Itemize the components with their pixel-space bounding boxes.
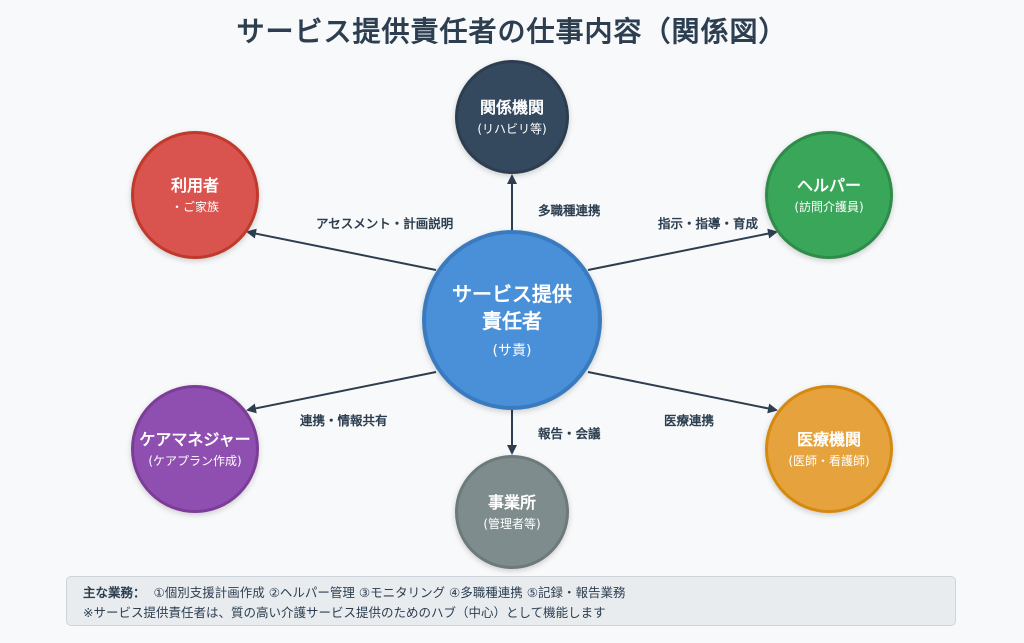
arrow-to-riyousha	[246, 228, 437, 271]
arrow-to-caremanager	[246, 371, 437, 414]
footer-duties-label: 主な業務：	[83, 585, 146, 600]
node-kankei: 関係機関 (リハビリ等)	[455, 60, 569, 174]
node-kankei-title: 関係機関	[479, 97, 544, 117]
node-helper: ヘルパー (訪問介護員)	[765, 131, 893, 259]
arrow-to-helper	[587, 228, 778, 271]
node-kankei-subtitle: (リハビリ等)	[477, 121, 547, 136]
footer-duties-line: 主な業務： ①個別支援計画作成 ②ヘルパー管理 ③モニタリング ④多職種連携 ⑤記…	[83, 583, 939, 603]
edge-label-kankei: 多職種連携	[538, 203, 601, 218]
arrow-to-iryou	[587, 371, 778, 414]
node-riyousha-subtitle: ・ご家族	[170, 199, 219, 214]
page-title: サービス提供責任者の仕事内容（関係図）	[236, 15, 788, 48]
edge-label-riyousha: アセスメント・計画説明	[316, 216, 454, 231]
node-jigyousho: 事業所 (管理者等)	[455, 455, 569, 569]
center-node-title-line2: 責任者	[482, 308, 542, 333]
footer-summary-box: 主な業務： ①個別支援計画作成 ②ヘルパー管理 ③モニタリング ④多職種連携 ⑤記…	[66, 576, 956, 626]
node-helper-subtitle: (訪問介護員)	[794, 199, 864, 214]
center-node-service-manager: サービス提供 責任者 (サ責)	[422, 230, 602, 410]
node-jigyousho-title: 事業所	[487, 492, 536, 512]
footer-duties-text: ①個別支援計画作成 ②ヘルパー管理 ③モニタリング ④多職種連携 ⑤記録・報告業…	[153, 585, 626, 600]
center-node-subtitle: (サ責)	[492, 342, 532, 359]
node-caremanager-title: ケアマネジャー	[139, 429, 251, 449]
node-iryou-title: 医療機関	[796, 429, 861, 449]
node-caremanager-subtitle: (ケアプラン作成)	[148, 453, 242, 468]
center-node-title-line1: サービス提供	[452, 281, 572, 306]
footer-note: ※サービス提供責任者は、質の高い介護サービス提供のためのハブ（中心）として機能し…	[83, 605, 606, 620]
edge-label-iryou: 医療連携	[664, 413, 715, 428]
node-riyousha: 利用者 ・ご家族	[131, 131, 259, 259]
node-caremanager: ケアマネジャー (ケアプラン作成)	[131, 385, 259, 513]
edge-label-jigyousho: 報告・会議	[538, 426, 601, 441]
node-riyousha-title: 利用者	[170, 175, 219, 195]
node-jigyousho-subtitle: (管理者等)	[483, 516, 541, 531]
node-iryou-subtitle: (医師・看護師)	[788, 453, 870, 468]
node-helper-title: ヘルパー	[796, 175, 861, 195]
edge-label-helper: 指示・指導・育成	[658, 216, 759, 231]
edge-label-caremanager: 連携・情報共有	[300, 413, 388, 428]
node-iryou: 医療機関 (医師・看護師)	[765, 385, 893, 513]
